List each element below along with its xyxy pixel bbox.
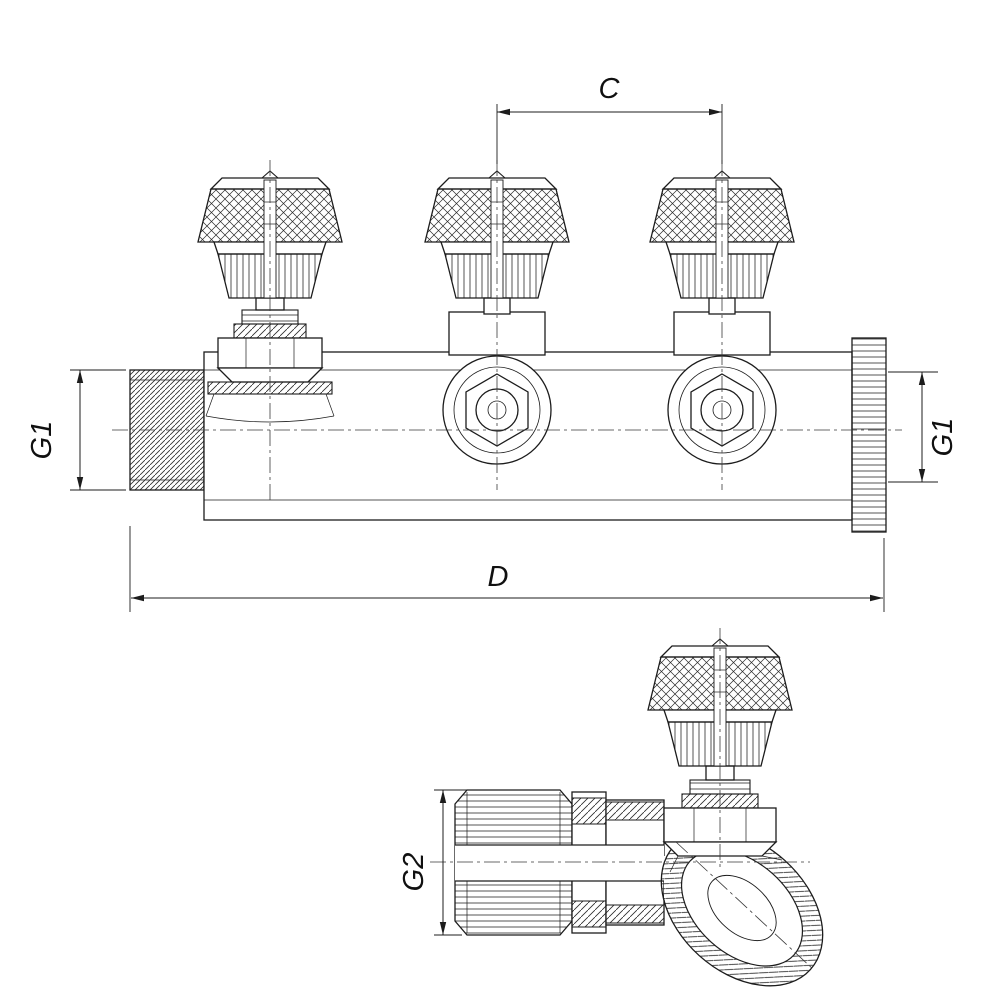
- dimension-c-label: C: [599, 73, 621, 105]
- centerlines-top-view: [112, 160, 902, 500]
- compression-fitting: [454, 789, 665, 936]
- dimension-d: D: [129, 526, 885, 612]
- female-nut-end: [851, 337, 887, 533]
- dimension-g1-left: G1: [26, 369, 126, 491]
- dimension-d-label: D: [488, 561, 509, 593]
- angle-valve-body: [660, 829, 824, 987]
- centerlines-bottom-view: [430, 628, 815, 971]
- dimension-g2: G2: [398, 789, 470, 936]
- dimension-g1-left-label: G1: [26, 421, 58, 460]
- dimension-g1-right-label: G1: [927, 418, 959, 457]
- dimension-g1-right: G1: [888, 371, 959, 483]
- dimension-g2-label: G2: [398, 853, 430, 892]
- angle-valve-side-view: G2: [398, 628, 824, 987]
- manifold-front-view: C G1 G1 D: [26, 73, 959, 612]
- dimension-c: C: [496, 73, 723, 164]
